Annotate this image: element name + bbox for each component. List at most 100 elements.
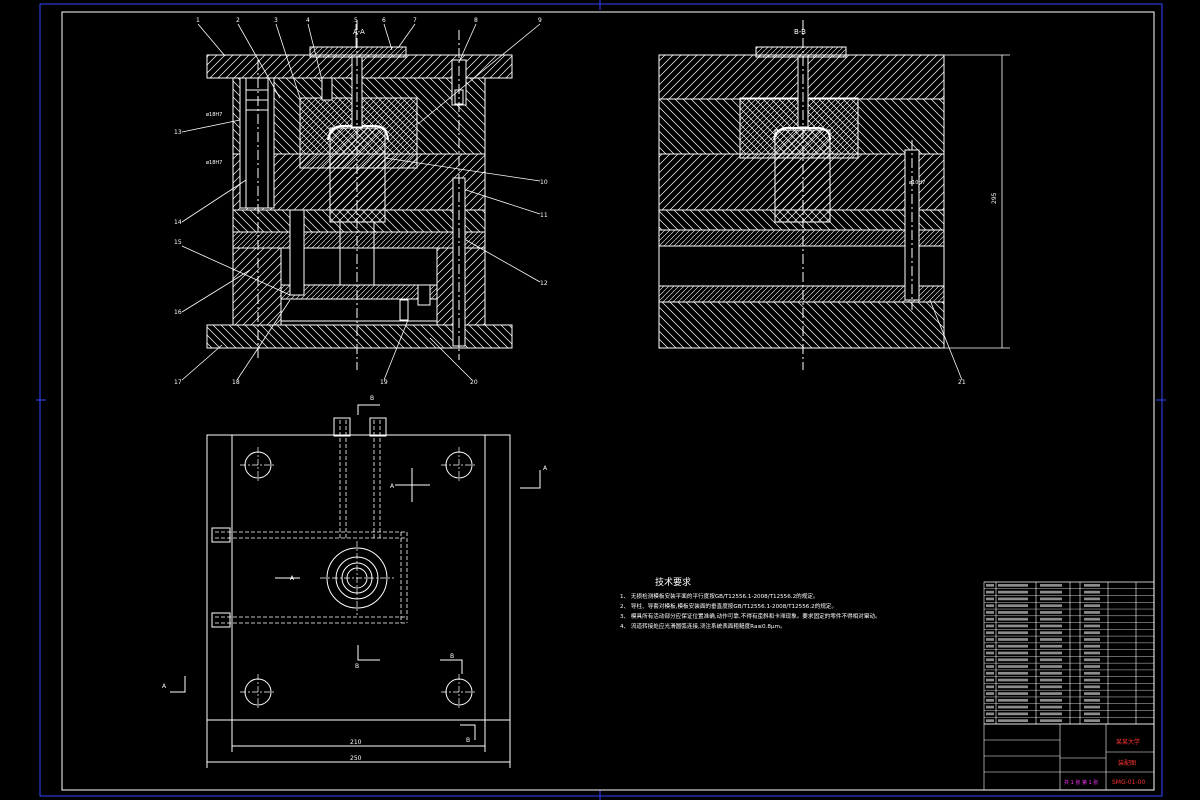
parts-list-cell-mark	[986, 685, 994, 689]
parts-list-cell-mark	[998, 644, 1028, 648]
svg-text:1: 1	[196, 17, 200, 24]
front-leader-numbers: 1 2 3 4 5 6 7 8 9 10 11 12 13 14 15 16 1…	[174, 17, 548, 386]
parts-list-cell-mark	[998, 678, 1028, 682]
svg-text:7: 7	[413, 17, 417, 24]
fit-note-1: ø18H7	[206, 112, 222, 118]
parts-list-cell-mark	[1084, 617, 1100, 621]
front-section-label: A-A	[353, 28, 365, 36]
parts-list-cell-mark	[986, 719, 994, 722]
school-name: 某某大学	[1116, 738, 1140, 746]
parts-list-cell-mark	[1084, 712, 1100, 716]
parts-list-cell-mark	[1084, 698, 1100, 702]
side-height-dimension	[944, 54, 1010, 349]
inner-frame	[61, 11, 1155, 791]
parts-list-cell-mark	[998, 671, 1028, 675]
parts-list-cell-mark	[1084, 638, 1100, 641]
parts-list-cell-mark	[986, 590, 994, 594]
side-height-value: 295	[991, 192, 998, 204]
parts-list-cell-mark	[1084, 705, 1100, 709]
parts-list-cell-mark	[1084, 644, 1100, 648]
parts-list-cell-mark	[998, 590, 1028, 594]
parts-list-cell-mark	[986, 617, 994, 621]
parts-list-cell-mark	[998, 617, 1028, 621]
drawing-name: 装配图	[1118, 759, 1136, 767]
tech-req-item-2: 2、 导柱、导套对模板,模板安装面的垂直度按GB/T12556.1-2008/T…	[620, 602, 837, 610]
svg-text:20: 20	[470, 379, 478, 386]
parts-list-cell-mark	[986, 638, 994, 641]
parts-list-cell-mark	[1084, 597, 1100, 601]
parts-list-cell-mark	[986, 611, 994, 614]
drawing-frame	[36, 0, 1166, 800]
tech-req-item-3: 3、 模具所有活动部分应保证位置准确,动作可靠,不得有歪斜和卡滞现象。要求固定的…	[620, 612, 881, 620]
parts-list-cell-mark	[1040, 705, 1062, 709]
parts-list-cell-mark	[1040, 590, 1062, 594]
svg-text:210: 210	[350, 739, 362, 746]
parts-list-cell-mark	[998, 611, 1028, 614]
parts-list-cell-mark	[986, 631, 994, 635]
svg-text:16: 16	[174, 309, 182, 316]
tech-req-item-4: 4、 流道转接处应光滑圆弧连接,浇注系统表面粗糙度Ra≤0.8μm。	[620, 622, 786, 630]
parts-list-cell-mark	[1040, 719, 1062, 722]
parts-list-cell-mark	[1040, 698, 1062, 702]
title-block-text: 某某大学 装配图 SMG-01-00 共 1 张 第 1 张	[1064, 738, 1145, 786]
parts-list-cell-mark	[998, 651, 1028, 655]
parts-list-cell-mark	[1084, 631, 1100, 635]
parts-list-cell-mark	[1084, 584, 1100, 587]
parts-list-cell-mark	[1084, 611, 1100, 614]
parts-list-cell-mark	[998, 597, 1028, 601]
parts-list-cell-mark	[1040, 678, 1062, 682]
parts-list-cell-mark	[1040, 631, 1062, 635]
parts-list-cell-mark	[1040, 712, 1062, 716]
svg-text:B: B	[370, 395, 374, 402]
parts-list-cell-mark	[986, 692, 994, 695]
parts-list-content	[984, 581, 1154, 725]
parts-list-cell-mark	[1040, 604, 1062, 608]
svg-text:250: 250	[350, 755, 362, 762]
parts-list-cell-mark	[1084, 678, 1100, 682]
svg-text:17: 17	[174, 379, 182, 386]
parts-list-cell-mark	[1040, 671, 1062, 675]
parts-list-cell-mark	[1084, 658, 1100, 662]
svg-text:18: 18	[232, 379, 240, 386]
front-leaders	[181, 23, 541, 381]
parts-list-cell-mark	[998, 698, 1028, 702]
svg-text:A: A	[390, 483, 395, 490]
svg-text:B: B	[466, 737, 470, 744]
parts-list-cell-mark	[986, 651, 994, 655]
parts-list-cell-mark	[998, 638, 1028, 641]
parts-list-cell-mark	[1084, 604, 1100, 608]
parts-list-cell-mark	[998, 692, 1028, 695]
parts-list-cell-mark	[1040, 651, 1062, 655]
parts-list-cell-mark	[986, 584, 994, 587]
parts-list-cell-mark	[1040, 692, 1062, 695]
parts-list	[983, 581, 1155, 725]
svg-text:11: 11	[540, 212, 548, 219]
side-leader	[929, 299, 963, 381]
parts-list-cell-mark	[998, 624, 1028, 628]
parts-list-cell-mark	[998, 584, 1028, 587]
plan-view	[170, 404, 541, 768]
parts-list-cell-mark	[1084, 651, 1100, 655]
svg-text:6: 6	[382, 17, 386, 24]
svg-text:8: 8	[474, 17, 478, 24]
parts-list-cell-mark	[1084, 719, 1100, 722]
parts-list-cell-mark	[1040, 658, 1062, 662]
parts-list-cell-mark	[1040, 584, 1062, 587]
svg-text:9: 9	[538, 17, 542, 24]
parts-list-cell-mark	[1084, 590, 1100, 594]
side-fit-note: ø10H7	[909, 180, 925, 186]
parts-list-cell-mark	[986, 658, 994, 662]
parts-list-cell-mark	[986, 698, 994, 702]
parts-list-cell-mark	[1084, 665, 1100, 668]
svg-text:3: 3	[274, 17, 278, 24]
parts-list-cell-mark	[986, 597, 994, 601]
parts-list-cell-mark	[1084, 671, 1100, 675]
svg-text:19: 19	[380, 379, 388, 386]
parts-list-cell-mark	[986, 712, 994, 716]
tech-req-item-1: 1、 无损检测模板安装平面的平行度按GB/T12556.1-2008/T1255…	[620, 592, 819, 600]
parts-list-cell-mark	[986, 604, 994, 608]
parts-list-cell-mark	[1040, 644, 1062, 648]
plan-labels: B B A A A A B B 210 250	[162, 395, 548, 762]
parts-list-cell-mark	[1040, 665, 1062, 668]
